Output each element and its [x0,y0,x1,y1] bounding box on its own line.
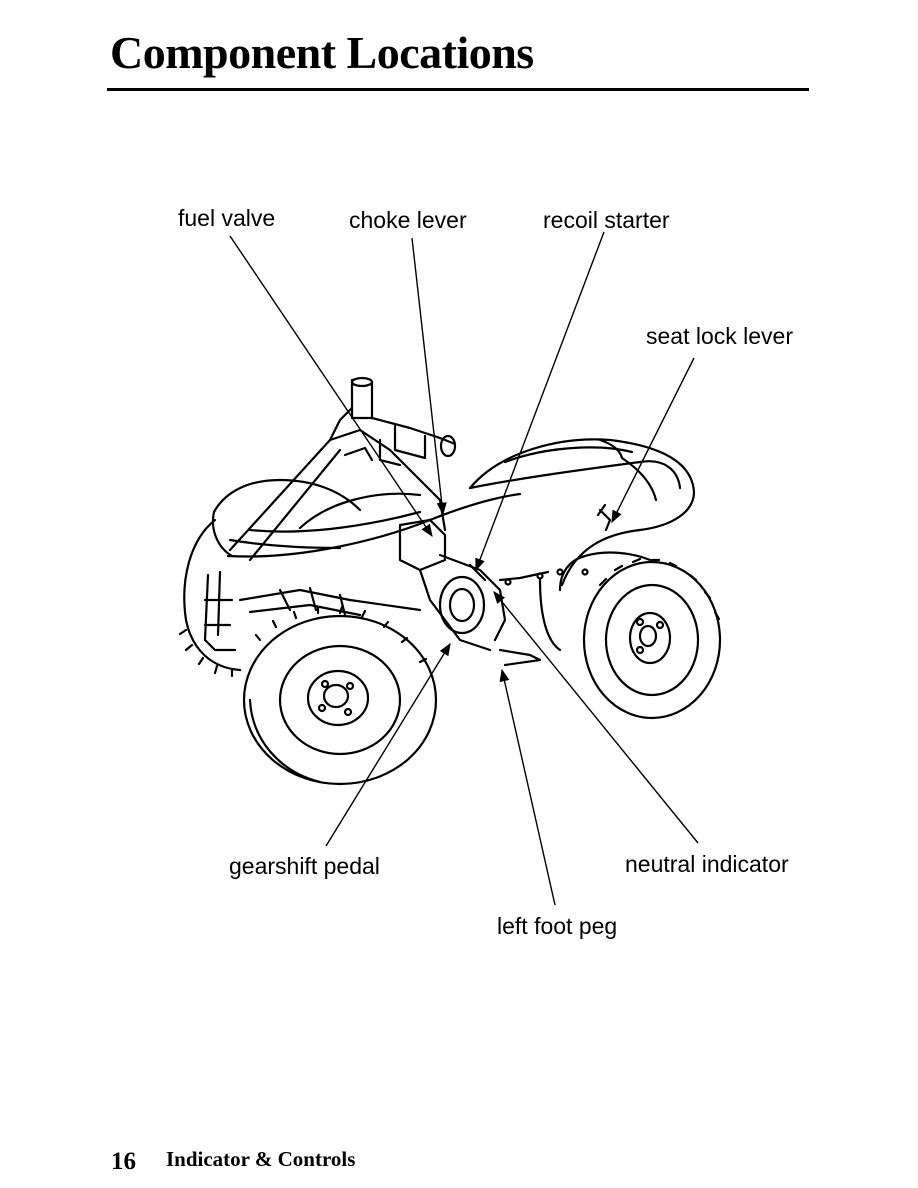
atv-body-outline [178,376,722,786]
label-seat-lock-lever: seat lock lever [646,323,794,349]
section-title: Indicator & Controls [166,1147,356,1171]
leader-fuel-valve [229,235,433,538]
leader-recoil-starter [475,231,605,572]
label-fuel-valve: fuel valve [178,205,276,231]
callout-leader-lines [229,231,699,906]
title-rule [107,88,809,91]
page-title: Component Locations [110,27,534,78]
leader-neutral-indicator [493,591,699,844]
label-left-foot-peg: left foot peg [497,913,618,939]
label-neutral-indicator: neutral indicator [625,851,789,877]
label-gearshift-pedal: gearshift pedal [229,853,380,879]
label-recoil-starter: recoil starter [543,207,670,233]
label-choke-lever: choke lever [349,207,467,233]
leader-seat-lock-lever [611,357,695,524]
leader-choke-lever [411,237,447,516]
leader-gearshift-pedal [325,642,451,847]
leader-left-foot-peg [499,668,556,906]
page-number: 16 [111,1148,136,1175]
